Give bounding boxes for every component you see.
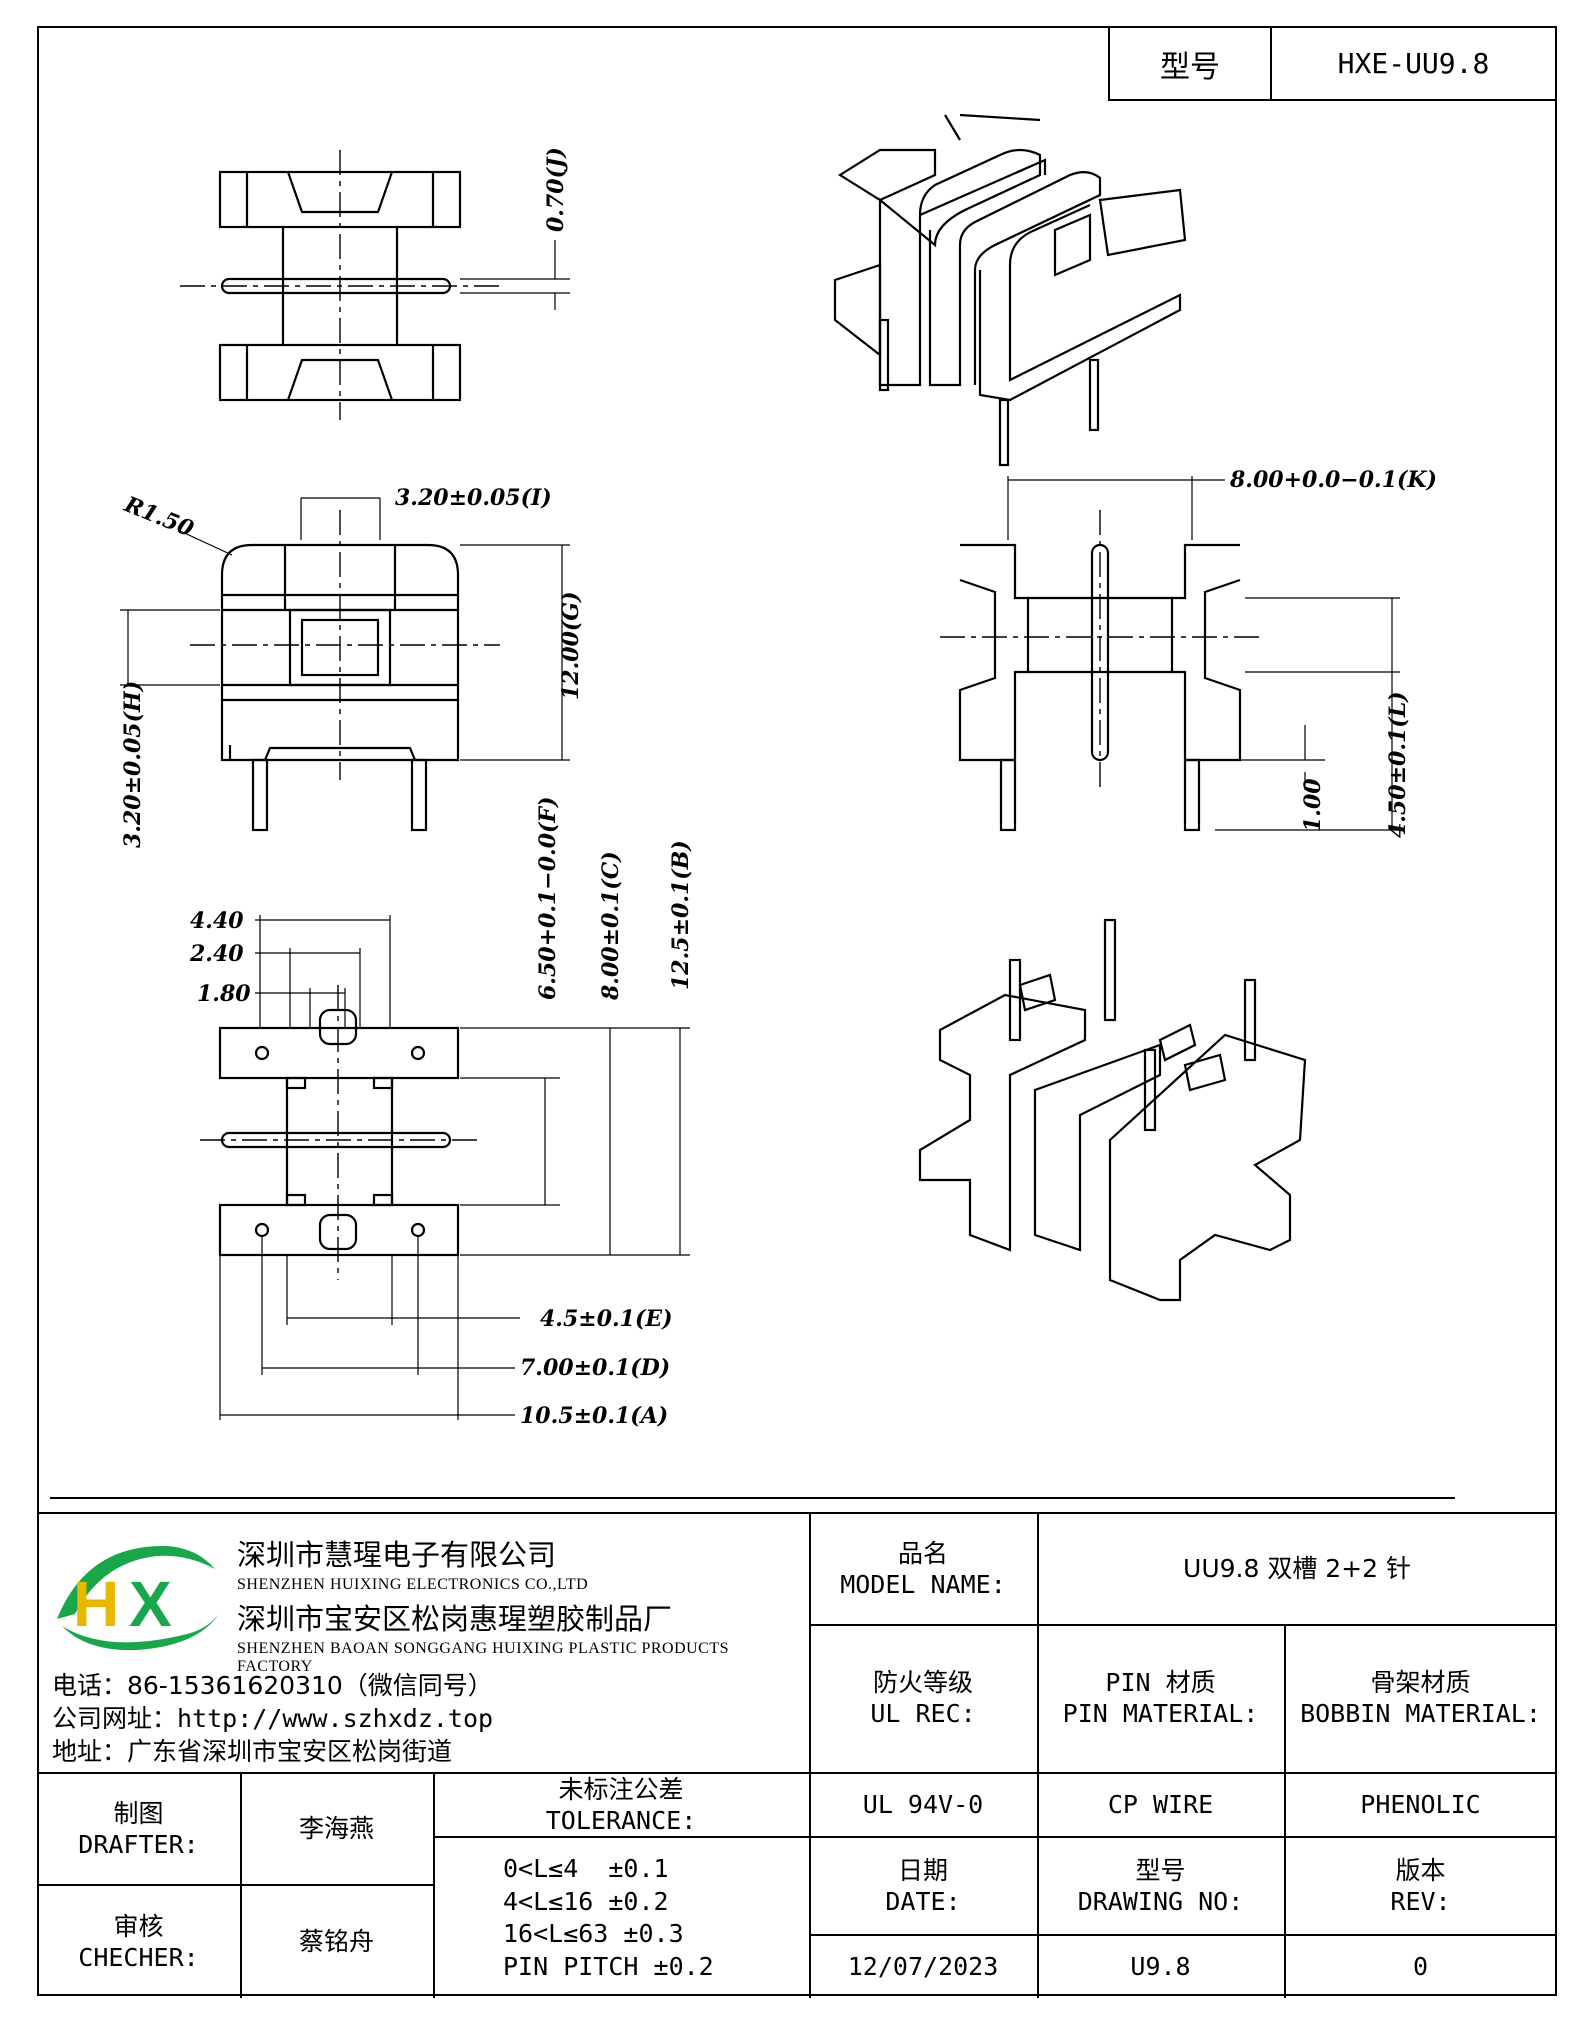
factory-name-en: SHENZHEN BAOAN SONGGANG HUIXING PLASTIC … <box>237 1640 730 1675</box>
dim-i: 3.20±0.05(I) <box>395 485 552 511</box>
dim-f: 6.50+0.1−0.0(F) <box>535 797 561 1000</box>
dim-440: 4.40 <box>190 908 244 934</box>
checker-en: CHECHER: <box>78 1943 199 1972</box>
model-name-cn: 品名 <box>897 1538 948 1568</box>
drafter-name: 李海燕 <box>298 1814 374 1844</box>
pin-value: CP WIRE <box>1107 1790 1214 1820</box>
grid-line <box>240 1774 242 1998</box>
grid-line <box>809 1934 1557 1936</box>
dim-one: 1.00 <box>1300 778 1326 832</box>
date-label: 日期 DATE: <box>809 1838 1037 1934</box>
isometric-view-bottom <box>918 918 1307 1302</box>
company-name-en: SHENZHEN HUIXING ELECTRONICS CO.,LTD <box>237 1576 589 1593</box>
dim-k: 8.00+0.0−0.1(K) <box>1229 467 1437 493</box>
company-address: 地址：广东省深圳市宝安区松岗街道 <box>52 1737 453 1766</box>
dim-180: 1.80 <box>197 981 251 1007</box>
drafter-label: 制图 DRAFTER: <box>37 1774 240 1884</box>
bobbin-cn: 骨架材质 <box>1370 1667 1471 1697</box>
grid-line <box>1037 1514 1039 1998</box>
grid-line <box>37 1884 433 1886</box>
pin-material-label: PIN 材质 PIN MATERIAL: <box>1037 1624 1284 1772</box>
dim-240: 2.40 <box>189 941 244 967</box>
tolerance-cn: 未标注公差 <box>558 1774 684 1804</box>
bobbin-material-label: 骨架材质 BOBBIN MATERIAL: <box>1284 1624 1557 1772</box>
ul-label: 防火等级 UL REC: <box>809 1624 1037 1772</box>
dim-h: 3.20±0.05(H) <box>120 681 146 848</box>
tolerance-line: 0<L≤4 ±0.1 <box>503 1854 669 1883</box>
factory-name-cn: 深圳市宝安区松岗惠瑆塑胶制品厂 <box>237 1602 673 1636</box>
drawing-cn: 型号 <box>1135 1855 1186 1885</box>
technical-drawing: 0.70(J) 3.20±0.05(I) R1.50 3.20±0.05(H) … <box>120 113 1437 1429</box>
tolerance-table: 0<L≤4 ±0.1 4<L≤16 ±0.2 16<L≤63 ±0.3 PIN … <box>433 1838 809 1998</box>
drawing-en: DRAWING NO: <box>1077 1887 1244 1916</box>
rev-value: 0 <box>1412 1952 1429 1982</box>
dim-d: 7.00±0.1(D) <box>520 1355 670 1381</box>
dim-g: 12.00(G) <box>558 592 584 701</box>
isometric-view-top <box>833 113 1187 467</box>
model-value: HXE-UU9.8 <box>1337 47 1490 80</box>
dim-r: R1.50 <box>120 491 198 543</box>
drawing-no-value: U9.8 <box>1130 1952 1191 1982</box>
dim-b: 12.5±0.1(B) <box>668 840 694 990</box>
dim-e: 4.5±0.1(E) <box>540 1306 673 1332</box>
ul-cn: 防火等级 <box>872 1667 973 1697</box>
ul-value: UL 94V-0 <box>862 1790 984 1820</box>
dim-a: 10.5±0.1(A) <box>520 1403 668 1429</box>
tolerance-line: 16<L≤63 ±0.3 <box>503 1919 684 1948</box>
grid-line <box>809 1624 1557 1626</box>
company-website: 公司网址：http://www.szhxdz.top <box>52 1704 494 1733</box>
drafter-cn: 制图 <box>113 1798 164 1828</box>
company-logo-icon: H X <box>57 1545 219 1651</box>
drawing-frame <box>37 26 1557 1996</box>
rev-en: REV: <box>1390 1887 1451 1916</box>
rev-label: 版本 REV: <box>1284 1838 1557 1934</box>
checker-cn: 审核 <box>113 1911 164 1941</box>
company-name-cn: 深圳市慧瑆电子有限公司 <box>237 1538 557 1572</box>
dim-l: 4.50±0.1(L) <box>1385 691 1411 838</box>
model-name-value: UU9.8 双槽 2+2 针 <box>1183 1554 1411 1584</box>
model-header-box: 型号 HXE-UU9.8 <box>1108 26 1557 101</box>
grid-line <box>809 1514 811 1998</box>
plan-view <box>200 915 690 1420</box>
tolerance-en: TOLERANCE: <box>545 1806 697 1835</box>
dim-j: 0.70(J) <box>543 147 569 232</box>
grid-line <box>433 1774 435 1998</box>
model-label: 型号 <box>1110 28 1272 99</box>
grid-line <box>433 1836 809 1838</box>
svg-text:H: H <box>73 1568 119 1640</box>
grid-line <box>809 1836 1557 1838</box>
pin-en: PIN MATERIAL: <box>1062 1699 1259 1728</box>
tolerance-label: 未标注公差 TOLERANCE: <box>433 1774 809 1836</box>
tolerance-line: 4<L≤16 ±0.2 <box>503 1886 669 1916</box>
date-en: DATE: <box>885 1887 961 1916</box>
date-value: 12/07/2023 <box>847 1952 999 1982</box>
checker-label: 审核 CHECHER: <box>37 1886 240 1998</box>
drawing-no-label: 型号 DRAWING NO: <box>1037 1838 1284 1934</box>
bobbin-value: PHENOLIC <box>1360 1790 1481 1820</box>
tolerance-line: PIN PITCH ±0.2 <box>503 1951 714 1981</box>
ul-en: UL REC: <box>870 1699 976 1728</box>
drafter-en: DRAFTER: <box>78 1830 199 1859</box>
date-cn: 日期 <box>897 1855 948 1885</box>
checker-name: 蔡铭舟 <box>298 1927 374 1957</box>
front-view <box>120 497 570 832</box>
side-view <box>940 476 1400 832</box>
bobbin-en: BOBBIN MATERIAL: <box>1300 1699 1541 1728</box>
grid-line <box>1284 1624 1286 1998</box>
title-block: H X 深圳市慧瑆电子有限公司 SHENZHEN HUIXING ELECTRO… <box>37 1512 1557 1998</box>
model-name-label: 品名 MODEL NAME: <box>809 1514 1037 1624</box>
dim-c: 8.00±0.1(C) <box>598 851 624 1001</box>
company-phone: 电话：86-15361620310（微信同号） <box>52 1671 493 1700</box>
separator-line <box>50 1497 1455 1499</box>
company-info: H X 深圳市慧瑆电子有限公司 SHENZHEN HUIXING ELECTRO… <box>37 1514 807 1774</box>
svg-text:X: X <box>129 1568 172 1640</box>
grid-line <box>37 1772 1557 1774</box>
top-view <box>180 150 570 420</box>
pin-cn: PIN 材质 <box>1105 1667 1216 1697</box>
rev-cn: 版本 <box>1395 1855 1446 1885</box>
model-name-en: MODEL NAME: <box>840 1570 1006 1599</box>
